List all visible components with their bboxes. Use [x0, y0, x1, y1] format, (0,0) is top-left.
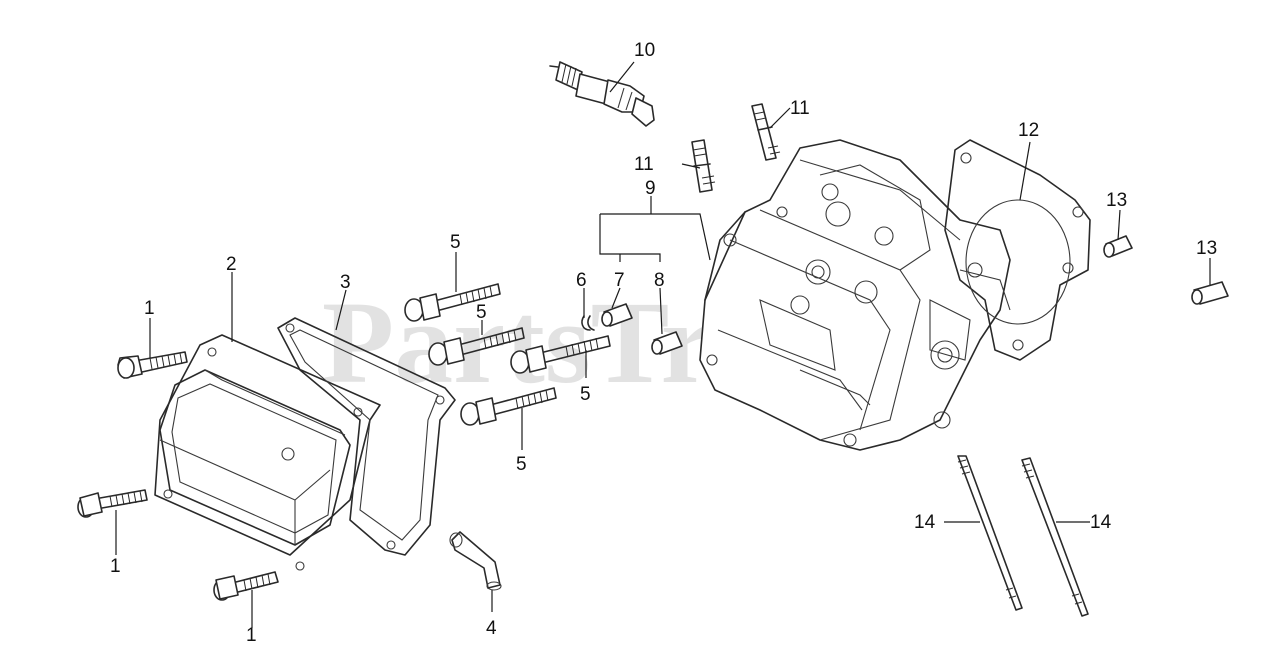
callout-5a: 5 — [450, 232, 461, 253]
callout-13a: 13 — [1106, 190, 1127, 211]
flange-bolt-5d[interactable] — [460, 387, 557, 426]
callout-12: 12 — [1018, 120, 1039, 141]
dowel-13a[interactable] — [1103, 235, 1133, 258]
callout-1a: 1 — [144, 298, 155, 319]
callout-1c: 1 — [246, 625, 257, 646]
leader-lines — [115, 61, 1211, 628]
valve-keeper[interactable] — [581, 315, 595, 331]
bolt-1a[interactable] — [117, 351, 188, 379]
callout-13b: 13 — [1196, 238, 1217, 259]
callout-5d: 5 — [516, 454, 527, 475]
callout-14a: 14 — [914, 512, 936, 533]
valve-cap[interactable] — [601, 303, 633, 327]
dowel-pin-11a[interactable] — [691, 139, 716, 193]
cylinder-head[interactable] — [699, 139, 1011, 451]
flange-bolt-5a[interactable] — [404, 283, 501, 322]
head-gasket[interactable] — [944, 139, 1091, 361]
callout-10: 10 — [634, 40, 655, 61]
callout-1b: 1 — [110, 556, 121, 577]
valve-cover-gasket[interactable] — [277, 317, 456, 556]
callout-14b: 14 — [1090, 512, 1112, 533]
valve-seal[interactable] — [651, 331, 683, 355]
spark-plug[interactable] — [549, 61, 655, 127]
push-rod-14a[interactable] — [957, 455, 1023, 611]
callout-3: 3 — [340, 272, 351, 293]
callout-6: 6 — [576, 270, 587, 291]
callout-4: 4 — [486, 618, 497, 639]
callout-5c: 5 — [580, 384, 591, 405]
dowel-pin-11b[interactable] — [751, 103, 781, 161]
push-rod-14b[interactable] — [1021, 457, 1089, 617]
callout-11a: 11 — [634, 154, 654, 175]
callout-11b: 11 — [790, 98, 810, 119]
callout-2: 2 — [226, 254, 237, 275]
bolt-1b[interactable] — [77, 489, 148, 518]
flange-bolt-5b[interactable] — [428, 327, 525, 366]
callout-9: 9 — [645, 178, 656, 199]
bolt-1c[interactable] — [213, 571, 279, 601]
dowel-13b[interactable] — [1191, 281, 1229, 305]
callout-7: 7 — [614, 270, 625, 291]
flange-bolt-5c[interactable] — [510, 335, 611, 374]
callout-8: 8 — [654, 270, 665, 291]
callout-5b: 5 — [476, 302, 487, 323]
callout-labels: 1 1 1 2 3 4 5 5 5 5 6 7 8 9 10 11 11 12 … — [110, 40, 1217, 646]
breather-tube[interactable] — [449, 531, 502, 591]
